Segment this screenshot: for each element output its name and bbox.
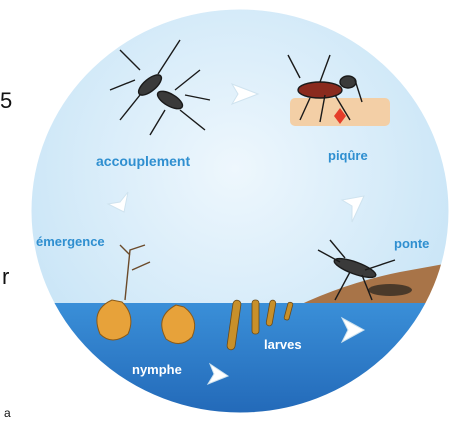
- label-piqure: piqûre: [328, 148, 368, 163]
- label-ponte: ponte: [394, 236, 429, 251]
- label-nymphe: nymphe: [132, 362, 182, 377]
- label-larves: larves: [264, 337, 302, 352]
- label-emergence: émergence: [36, 234, 105, 249]
- label-accouplement: accouplement: [96, 153, 190, 169]
- egg-raft-icon: [368, 284, 412, 296]
